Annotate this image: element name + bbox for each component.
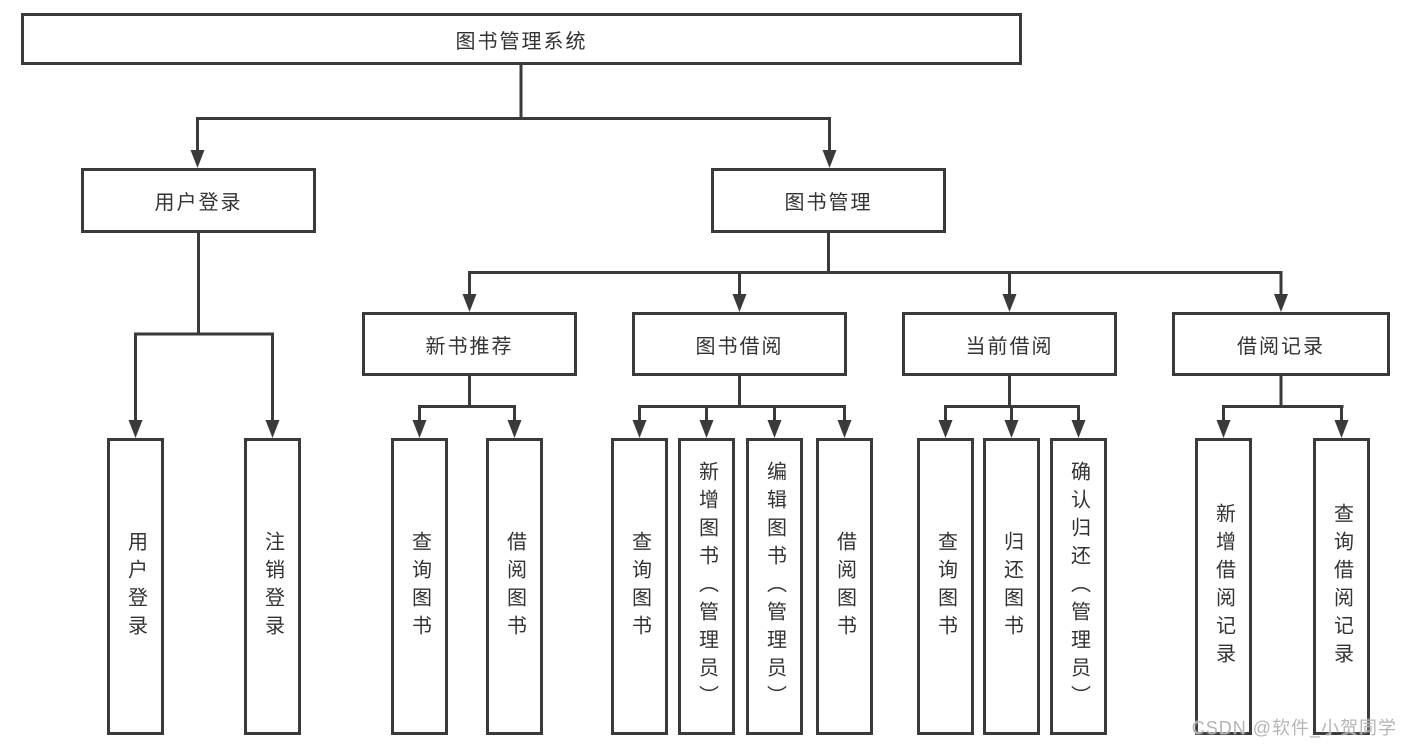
arrowhead-down — [1216, 420, 1231, 438]
arrowhead-down — [462, 294, 477, 312]
leaf-label: 查询图书 — [408, 530, 431, 643]
arrowhead-down — [507, 420, 522, 438]
arrowhead-down — [732, 294, 747, 312]
leaf-label: 查询借阅记录 — [1330, 502, 1353, 671]
node-book-management: 图书管理 — [711, 168, 946, 233]
arrowhead-down — [1004, 420, 1019, 438]
leaf-label: 新增图书（管理员） — [695, 460, 718, 713]
leaf-label: 新增借阅记录 — [1212, 502, 1235, 671]
leaf-label: 借阅图书 — [833, 530, 856, 643]
leaf-label: 注销登录 — [261, 530, 284, 643]
arrowhead-down — [190, 150, 205, 168]
arrowhead-down — [632, 420, 647, 438]
leaf-label: 借阅图书 — [503, 530, 526, 643]
leaf-confirm-return-admin: 确认归还（管理员） — [1050, 438, 1107, 735]
leaf-label: 查询图书 — [934, 530, 957, 643]
arrowhead-down — [1002, 294, 1017, 312]
leaf-label: 查询图书 — [628, 530, 651, 643]
csdn-watermark: CSDN @软件_小贺同学 — [1191, 718, 1397, 738]
node-current-borrow: 当前借阅 — [902, 312, 1117, 376]
leaf-add-books-admin: 新增图书（管理员） — [678, 438, 735, 735]
leaf-query-books-current: 查询图书 — [917, 438, 974, 735]
leaf-label: 编辑图书（管理员） — [763, 460, 786, 713]
arrowhead-down — [412, 420, 427, 438]
arrowhead-down — [938, 420, 953, 438]
leaf-edit-books-admin: 编辑图书（管理员） — [746, 438, 803, 735]
leaf-borrow-books-borrow: 借阅图书 — [816, 438, 873, 735]
leaf-label: 归还图书 — [1000, 530, 1023, 643]
node-root-library-system: 图书管理系统 — [21, 13, 1022, 65]
arrowhead-down — [699, 420, 714, 438]
arrowhead-down — [822, 150, 837, 168]
arrowhead-down — [1274, 294, 1288, 312]
leaf-add-borrow-record: 新增借阅记录 — [1195, 438, 1252, 735]
arrowhead-down — [837, 420, 852, 438]
leaf-return-books: 归还图书 — [983, 438, 1040, 735]
node-borrow-records: 借阅记录 — [1172, 312, 1390, 376]
leaf-query-books-recommend: 查询图书 — [391, 438, 448, 735]
arrowhead-down — [1071, 420, 1086, 438]
leaf-borrow-books-recommend: 借阅图书 — [486, 438, 543, 735]
leaf-label: 确认归还（管理员） — [1067, 460, 1090, 713]
leaf-user-login: 用户登录 — [107, 438, 164, 735]
node-user-login: 用户登录 — [81, 168, 316, 233]
arrowhead-down — [767, 420, 782, 438]
leaf-query-books-borrow: 查询图书 — [611, 438, 668, 735]
leaf-query-borrow-record: 查询借阅记录 — [1313, 438, 1370, 735]
node-new-book-recommend: 新书推荐 — [362, 312, 577, 376]
arrowhead-down — [128, 420, 143, 438]
leaf-label: 用户登录 — [124, 530, 147, 643]
arrowhead-down — [1334, 420, 1349, 438]
arrowhead-down — [265, 420, 280, 438]
node-book-borrow: 图书借阅 — [632, 312, 847, 376]
leaf-logout: 注销登录 — [244, 438, 301, 735]
